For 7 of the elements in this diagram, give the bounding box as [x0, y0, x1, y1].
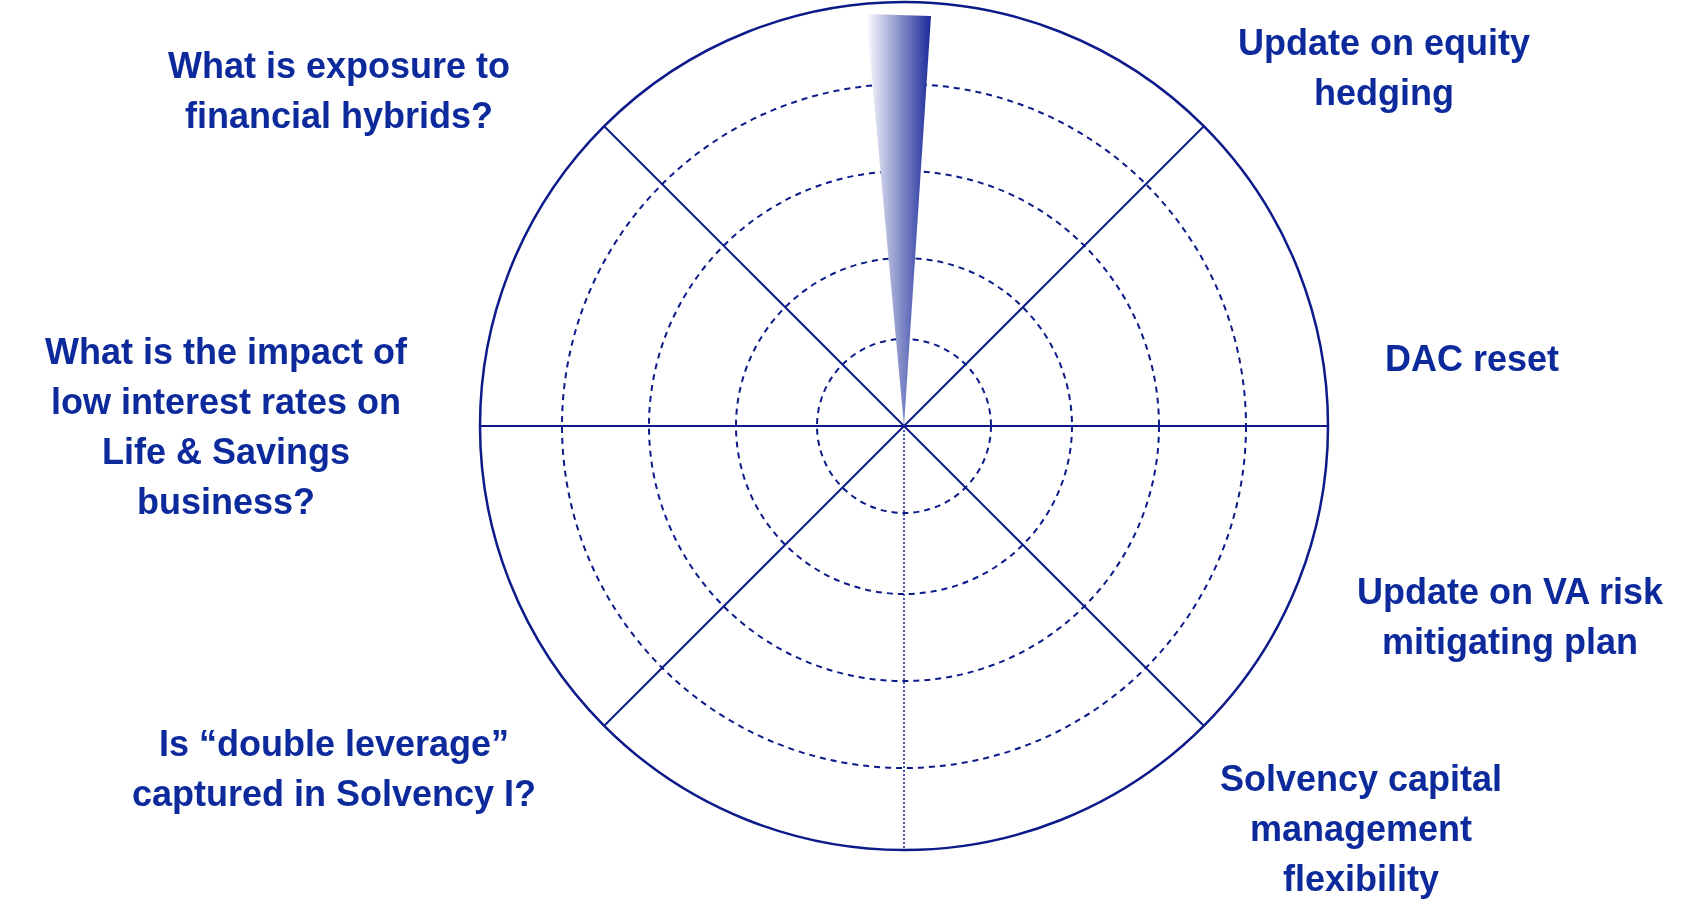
question-label: Solvency capital management flexibility [1218, 757, 1504, 901]
question-label: DAC reset [1383, 337, 1561, 381]
question-label: What is exposure to financial hybrids? [166, 44, 512, 138]
question-label: Update on VA risk mitigating plan [1355, 570, 1665, 664]
question-label: Is “double leverage” captured in Solvency I? [130, 722, 538, 816]
question-label: What is the impact of low interest rates on Life & Savings business? [44, 330, 408, 524]
question-label: Update on equity hedging [1237, 21, 1531, 115]
